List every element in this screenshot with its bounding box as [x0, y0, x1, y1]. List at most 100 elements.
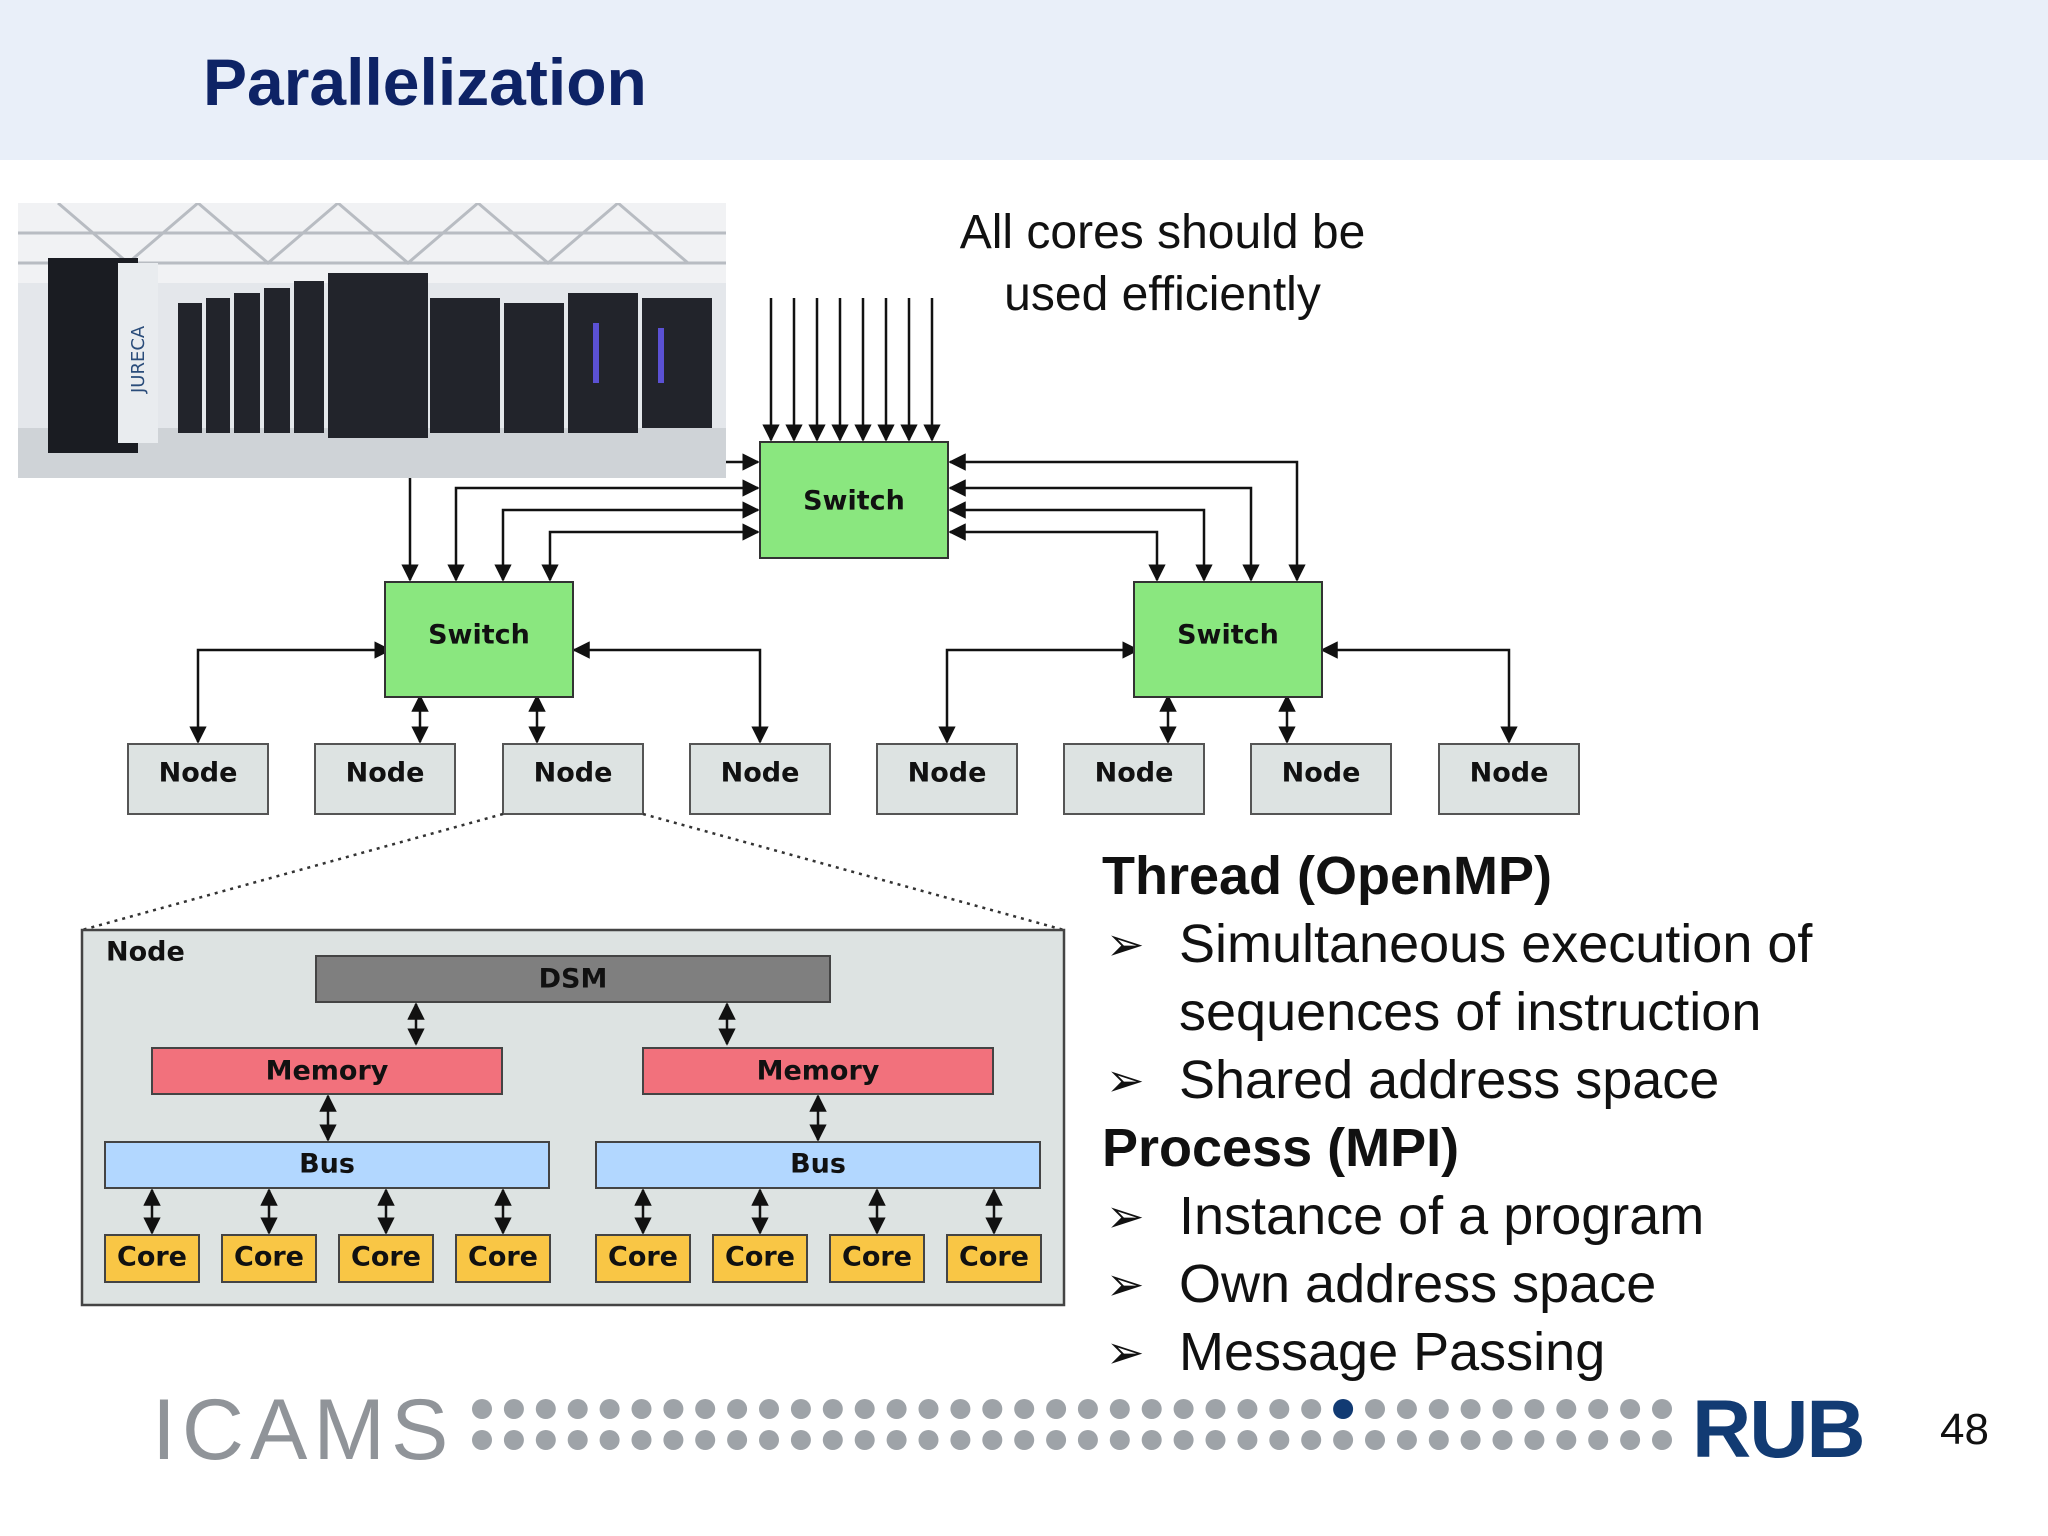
- progress-dot: [1077, 1399, 1098, 1419]
- progress-dot: [1428, 1399, 1449, 1419]
- progress-dot: [1046, 1430, 1067, 1450]
- progress-dot: [663, 1399, 684, 1419]
- progress-dot: [1046, 1399, 1067, 1419]
- core-box: [712, 1234, 808, 1283]
- bus-label: Bus: [790, 1149, 846, 1180]
- progress-dot: [1365, 1399, 1385, 1419]
- efficiency-caption: All cores should be used efficiently: [880, 202, 1445, 326]
- progress-dot: [918, 1430, 939, 1450]
- progress-dot: [1396, 1430, 1417, 1450]
- progress-dot: [822, 1430, 843, 1450]
- progress-dot: [503, 1399, 524, 1419]
- progress-dot: [1524, 1430, 1545, 1450]
- core-label: Core: [959, 1242, 1029, 1273]
- bus-box: [104, 1141, 550, 1189]
- list-item: ➢ Simultaneous execution of sequences of…: [1102, 910, 1982, 1046]
- thread-heading: Thread (OpenMP): [1102, 846, 1553, 906]
- title-bar: Parallelization: [0, 0, 2048, 160]
- progress-dot: [759, 1430, 779, 1450]
- list-item: ➢ Shared address space: [1102, 1046, 1982, 1114]
- bullet-text: Shared address space: [1179, 1050, 1720, 1110]
- progress-dot: [1109, 1399, 1130, 1419]
- progress-dot: [472, 1430, 492, 1450]
- progress-dot: [1014, 1399, 1035, 1419]
- concepts-list: Thread (OpenMP) ➢ Simultaneous execution…: [1102, 842, 1982, 1386]
- core-box: [221, 1234, 317, 1283]
- progress-dot: [1237, 1430, 1258, 1450]
- list-item: ➢ Own address space: [1102, 1250, 1982, 1318]
- progress-dot: [1396, 1399, 1417, 1419]
- progress-dot: [503, 1430, 524, 1450]
- core-label: Core: [234, 1242, 304, 1273]
- caption-line: used efficiently: [1004, 268, 1321, 321]
- node-box: [1250, 743, 1392, 815]
- core-box: [829, 1234, 925, 1283]
- progress-dot: [886, 1430, 907, 1450]
- bullet-arrow-icon: ➢: [1106, 1054, 1145, 1106]
- memory-label: Memory: [266, 1056, 389, 1087]
- node-box: [689, 743, 831, 815]
- progress-dot: [535, 1399, 556, 1419]
- core-box: [338, 1234, 434, 1283]
- progress-dot: [472, 1399, 492, 1419]
- progress-dot: [663, 1430, 684, 1450]
- progress-dot: [631, 1399, 652, 1419]
- progress-dot: [567, 1430, 588, 1450]
- process-heading: Process (MPI): [1102, 1118, 1460, 1178]
- core-label: Core: [351, 1242, 421, 1273]
- progress-dot: [1173, 1399, 1194, 1419]
- progress-dot: [1109, 1430, 1130, 1450]
- progress-dot: [695, 1430, 716, 1450]
- progress-dot: [1492, 1399, 1513, 1419]
- core-label: Core: [842, 1242, 912, 1273]
- progress-dot: [1524, 1399, 1545, 1419]
- progress-dot: [1014, 1430, 1035, 1450]
- core-box: [455, 1234, 551, 1283]
- progress-dot: [727, 1399, 748, 1419]
- node-label: Node: [1470, 758, 1549, 789]
- list-item: ➢ Message Passing: [1102, 1318, 1982, 1386]
- progress-dot: [1365, 1430, 1385, 1450]
- core-box: [104, 1234, 200, 1283]
- core-label: Core: [117, 1242, 187, 1273]
- memory-label: Memory: [757, 1056, 880, 1087]
- progress-dot: [1141, 1430, 1162, 1450]
- progress-dot: [1460, 1430, 1481, 1450]
- node-box: [876, 743, 1018, 815]
- supercomputer-photo: JURECA: [18, 203, 726, 478]
- progress-dot: [1460, 1399, 1481, 1419]
- progress-dot: [1205, 1430, 1226, 1450]
- memory-box: [642, 1047, 994, 1095]
- node-label: Node: [534, 758, 613, 789]
- progress-dot: [567, 1399, 588, 1419]
- bus-box: [595, 1141, 1041, 1189]
- progress-dot: [1333, 1430, 1354, 1450]
- progress-dot: [822, 1399, 843, 1419]
- progress-dot: [1269, 1399, 1290, 1419]
- switch-label: Switch: [1177, 620, 1279, 651]
- progress-dot: [950, 1399, 971, 1419]
- core-label: Core: [468, 1242, 538, 1273]
- progress-dot: [535, 1430, 556, 1450]
- progress-dot: [918, 1399, 939, 1419]
- icams-logo: ICAMS: [152, 1382, 455, 1478]
- progress-dot: [1301, 1399, 1322, 1419]
- progress-dot: [790, 1430, 811, 1450]
- node-label: Node: [159, 758, 238, 789]
- progress-dot: [886, 1399, 907, 1419]
- bullet-text: Message Passing: [1179, 1322, 1606, 1382]
- progress-dot: [1237, 1399, 1258, 1419]
- core-box: [595, 1234, 691, 1283]
- progress-dot: [759, 1399, 779, 1419]
- node-label: Node: [1095, 758, 1174, 789]
- progress-dot: [790, 1399, 811, 1419]
- node-label: Node: [1282, 758, 1361, 789]
- progress-dot: [1588, 1399, 1609, 1419]
- progress-dot: [1620, 1399, 1641, 1419]
- progress-dot: [1556, 1430, 1577, 1450]
- progress-dot: [1173, 1430, 1194, 1450]
- progress-dot: [854, 1399, 875, 1419]
- core-box: [946, 1234, 1042, 1283]
